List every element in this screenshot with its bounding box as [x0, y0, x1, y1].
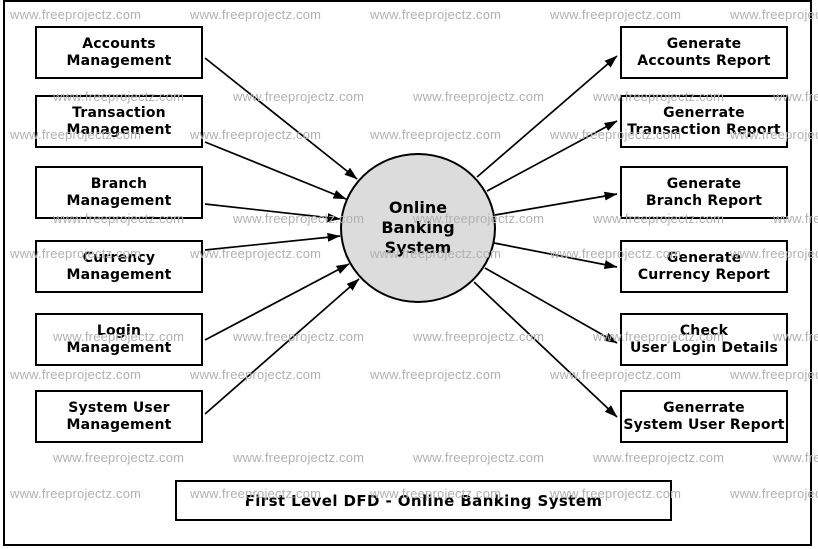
output-check-user-login-details: Check User Login Details: [620, 313, 788, 366]
output-label-line: System User Report: [623, 416, 785, 433]
process-label-line: System: [384, 238, 452, 257]
flow-system-to-currency-report: [493, 242, 618, 270]
entity-label-line: Management: [66, 266, 172, 283]
entity-label-line: System User: [68, 399, 170, 416]
output-label-line: Check: [679, 322, 729, 339]
diagram-title-box: First Level DFD - Online Banking System: [175, 480, 672, 521]
output-generate-branch-report: Generate Branch Report: [620, 166, 788, 219]
entity-label-line: Management: [66, 416, 172, 433]
entity-accounts-management: Accounts Management: [35, 26, 203, 79]
output-label-line: User Login Details: [630, 339, 778, 356]
entity-login-management: Login Management: [35, 313, 203, 366]
flow-branch-to-system: [204, 203, 341, 223]
output-label-line: Generate: [666, 249, 742, 266]
flow-accounts-to-system: [204, 57, 358, 180]
entity-label-line: Currency: [82, 249, 156, 266]
flow-transaction-to-system: [204, 141, 347, 200]
flow-system-to-login-details: [484, 267, 618, 344]
entity-label-line: Management: [66, 121, 172, 138]
diagram-border: [3, 0, 812, 546]
entity-label-line: Login: [96, 322, 142, 339]
flow-system-to-transaction-report: [486, 120, 618, 192]
output-generrate-transaction-report: Generrate Transaction Report: [620, 95, 788, 148]
output-label-line: Branch Report: [645, 192, 763, 209]
output-generate-accounts-report: Generate Accounts Report: [620, 26, 788, 79]
output-label-line: Generate: [666, 175, 742, 192]
entity-currency-management: Currency Management: [35, 240, 203, 293]
diagram-title: First Level DFD - Online Banking System: [244, 491, 603, 510]
output-label-line: Accounts Report: [637, 52, 771, 69]
flow-currency-to-system: [204, 232, 341, 251]
flow-system-to-systemuser-report: [473, 281, 618, 418]
flow-system-to-accounts-report: [476, 55, 618, 178]
output-generate-currency-report: Generate Currency Report: [620, 240, 788, 293]
entity-label-line: Management: [66, 192, 172, 209]
entity-branch-management: Branch Management: [35, 166, 203, 219]
output-label-line: Currency Report: [637, 266, 771, 283]
process-online-banking-system: Online Banking System: [340, 153, 496, 303]
entity-system-user-management: System User Management: [35, 390, 203, 443]
output-label-line: Transaction Report: [627, 121, 781, 138]
entity-label-line: Transaction: [72, 104, 166, 121]
flow-login-to-system: [204, 263, 350, 341]
entity-label-line: Branch: [90, 175, 148, 192]
flow-systemuser-to-system: [204, 278, 360, 415]
flow-system-to-branch-report: [494, 191, 618, 216]
output-label-line: Generrate: [663, 104, 745, 121]
process-label-line: Banking: [381, 218, 455, 237]
entity-transaction-management: Transaction Management: [35, 95, 203, 148]
process-label-line: Online: [388, 198, 448, 217]
output-label-line: Generate: [666, 35, 742, 52]
output-label-line: Generrate: [663, 399, 745, 416]
entity-label-line: Management: [66, 52, 172, 69]
output-generrate-system-user-report: Generrate System User Report: [620, 390, 788, 443]
entity-label-line: Management: [66, 339, 172, 356]
entity-label-line: Accounts: [82, 35, 156, 52]
